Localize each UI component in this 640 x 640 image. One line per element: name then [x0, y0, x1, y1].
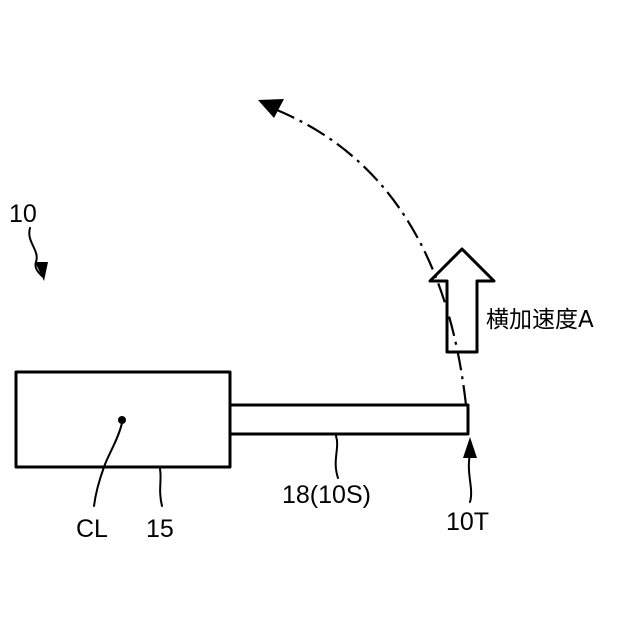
body-leader	[160, 469, 162, 506]
centerline-leader	[94, 423, 122, 506]
tip-leader-arrowhead	[463, 437, 477, 458]
label-member: 18(10S)	[282, 481, 371, 509]
label-centerline: CL	[76, 515, 108, 543]
rotation-arc-arrowhead	[258, 99, 284, 118]
label-device-ref: 10	[9, 200, 37, 228]
tip-leader	[469, 454, 471, 502]
protruding-member	[230, 405, 468, 434]
label-lateral-acceleration: 横加速度A	[486, 307, 594, 333]
rotation-arc	[272, 108, 466, 405]
label-tip: 10T	[446, 508, 489, 536]
label-body: 15	[146, 515, 174, 543]
lateral-acceleration-arrow	[430, 249, 494, 352]
member-leader	[336, 436, 338, 478]
